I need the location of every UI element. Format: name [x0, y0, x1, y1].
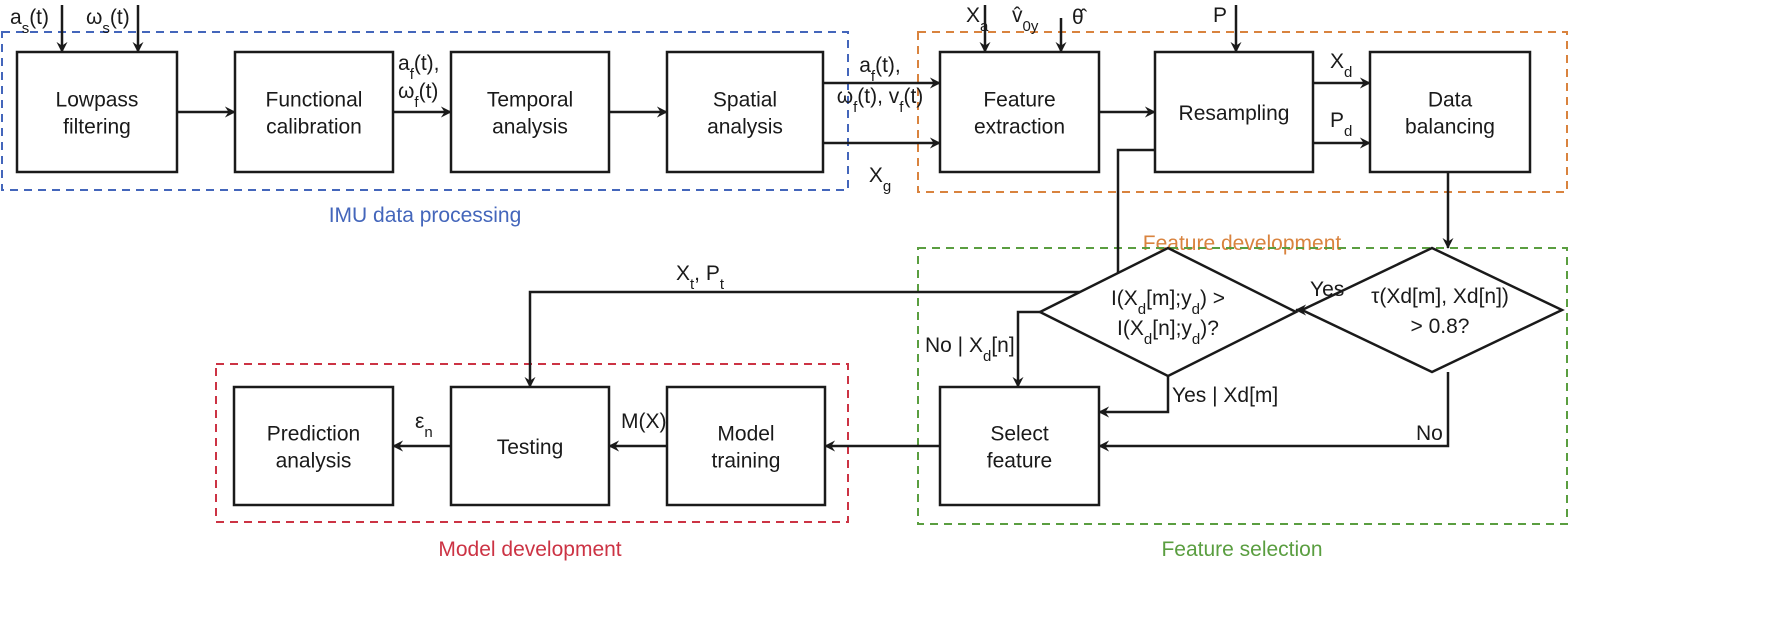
group-frame-feature_dev	[917, 31, 1568, 193]
edge-label-p-d: Pd	[1330, 109, 1352, 140]
decision-label-correlation: > 0.8?	[1411, 315, 1470, 338]
box-model-training	[665, 385, 827, 507]
edge-label-omega-s: ωs(t)	[86, 6, 130, 37]
edge-label-x-a: Xa	[966, 4, 989, 35]
box-label-functional: calibration	[266, 116, 362, 139]
group-frame-imu	[1, 31, 849, 191]
edge-label-wf-1: ωf(t)	[398, 80, 438, 111]
box-label-spatial: analysis	[707, 116, 783, 139]
box-label-data-balancing: balancing	[1405, 116, 1495, 139]
edge-label-v0y: v̂0y	[1012, 4, 1039, 35]
edge-label-yes-xdm: Yes | Xd[m]	[1172, 384, 1278, 407]
edge-label-no-xdn: No | Xd[n]	[925, 334, 1015, 365]
arrow-resampling-to-testing	[524, 148, 1155, 388]
edge-label-af-2: af(t),	[859, 54, 901, 85]
decision-correlation	[1299, 246, 1565, 374]
box-label-model-training: Model	[717, 423, 774, 446]
box-select-feature	[938, 385, 1101, 507]
group-label-feature_sel: Feature selection	[1161, 538, 1322, 561]
box-label-lowpass: Lowpass	[56, 89, 139, 112]
edge-label-wf-vf: ωf(t), vf(t)	[837, 85, 924, 116]
decision-label-correlation: τ(Xd[m], Xd[n])	[1371, 285, 1509, 308]
box-label-temporal: analysis	[492, 116, 568, 139]
edge-label-theta: θ̂	[1072, 6, 1088, 29]
edge-label-eps-n: εn	[415, 410, 433, 441]
group-label-model_dev: Model development	[438, 538, 621, 561]
box-label-feature-extraction: extraction	[974, 116, 1065, 139]
box-functional	[233, 50, 395, 174]
decision-label-mutual-info: I(Xd[m];yd) >	[1111, 287, 1225, 318]
arrow-mutual-info-no	[1012, 310, 1040, 388]
box-label-prediction: analysis	[276, 450, 352, 473]
box-temporal	[449, 50, 611, 174]
box-label-select-feature: feature	[987, 450, 1052, 473]
edge-label-yes: Yes	[1310, 278, 1344, 301]
edge-label-x-g: Xg	[869, 164, 891, 195]
group-frame-model_dev	[215, 363, 849, 523]
box-label-spatial: Spatial	[713, 89, 777, 112]
box-label-functional: Functional	[266, 89, 363, 112]
box-testing	[449, 385, 611, 507]
box-label-feature-extraction: Feature	[983, 89, 1055, 112]
box-feature-extraction	[938, 50, 1101, 174]
edge-label-x-d: Xd	[1330, 50, 1352, 81]
edge-label-p: P	[1213, 4, 1227, 27]
box-data-balancing	[1368, 50, 1532, 174]
group-frame-feature_sel	[917, 247, 1568, 525]
box-lowpass	[15, 50, 179, 174]
edge-label-af-1: af(t),	[398, 52, 440, 83]
edge-label-a-s: as(t)	[10, 6, 49, 37]
group-label-feature_dev: Feature development	[1143, 232, 1342, 255]
decision-mutual-info	[1037, 246, 1299, 378]
arrow-mutual-info-yes	[1098, 376, 1170, 418]
edge-label-no: No	[1416, 422, 1443, 445]
box-resampling	[1153, 50, 1315, 174]
box-spatial	[665, 50, 825, 174]
box-prediction	[232, 385, 395, 507]
group-label-imu: IMU data processing	[329, 204, 522, 227]
arrow-correlation-no	[1098, 372, 1450, 452]
box-label-model-training: training	[712, 450, 781, 473]
box-label-lowpass: filtering	[63, 116, 131, 139]
box-label-temporal: Temporal	[487, 89, 573, 112]
decision-label-mutual-info: I(Xd[n];yd)?	[1117, 317, 1219, 348]
edge-label-xt-pt: Xt, Pt	[676, 262, 725, 293]
box-label-data-balancing: Data	[1428, 89, 1473, 112]
box-label-testing: Testing	[497, 436, 564, 459]
box-label-select-feature: Select	[990, 423, 1049, 446]
edge-label-m-x: M(X)	[621, 410, 667, 433]
box-label-resampling: Resampling	[1179, 102, 1290, 125]
box-label-prediction: Prediction	[267, 423, 360, 446]
